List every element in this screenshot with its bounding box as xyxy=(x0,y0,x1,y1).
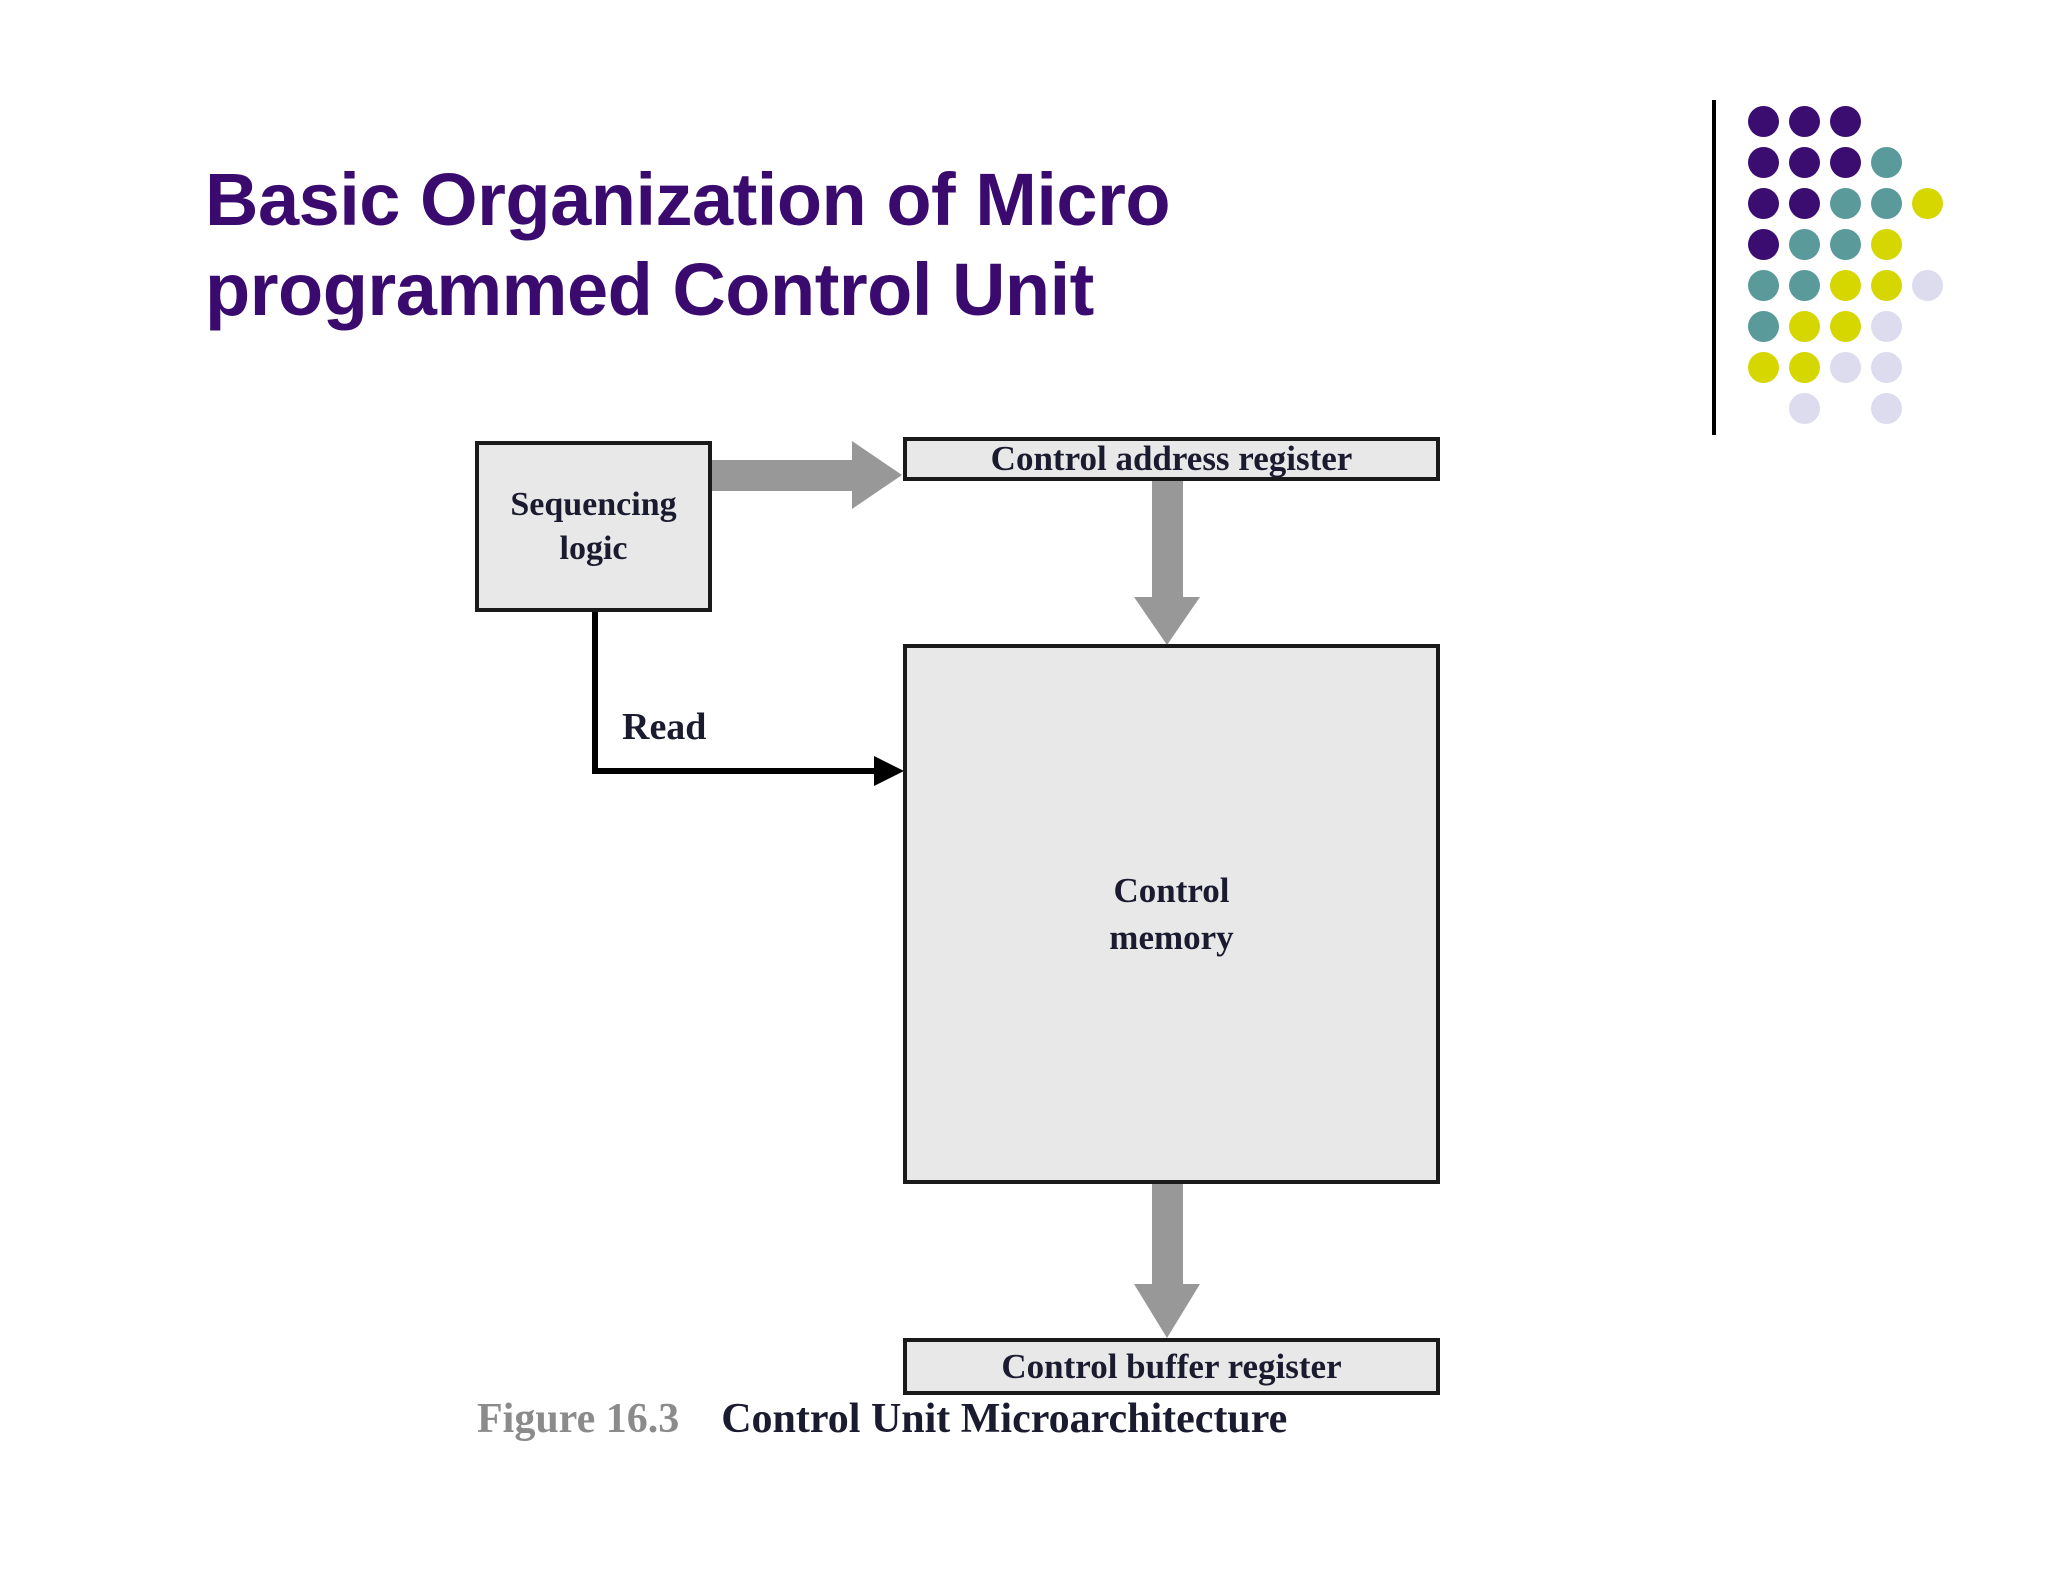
arrow-control-memory-to-cbr-body xyxy=(1152,1184,1183,1284)
dot-yellow xyxy=(1748,352,1779,383)
page-title: Basic Organization of Micro programmed C… xyxy=(205,155,1435,336)
dot-lavender xyxy=(1789,393,1820,424)
dot-lavender xyxy=(1912,270,1943,301)
dot-teal xyxy=(1789,229,1820,260)
box-control-address-register: Control address register xyxy=(903,437,1440,481)
dot-purple xyxy=(1748,147,1779,178)
read-connector-vertical xyxy=(592,612,598,774)
dot-teal xyxy=(1748,270,1779,301)
dot-row xyxy=(1748,106,1953,147)
box-control-memory-line2: memory xyxy=(1109,918,1234,957)
read-label: Read xyxy=(622,706,707,748)
dot-yellow xyxy=(1830,311,1861,342)
dot-yellow xyxy=(1830,270,1861,301)
dot-teal xyxy=(1789,270,1820,301)
dot-yellow xyxy=(1789,352,1820,383)
arrow-car-to-control-memory-head xyxy=(1134,597,1200,645)
dot-purple xyxy=(1748,188,1779,219)
dot-teal xyxy=(1871,188,1902,219)
box-control-buffer-register-label: Control buffer register xyxy=(1001,1346,1342,1386)
dot-lavender xyxy=(1871,311,1902,342)
dot-purple xyxy=(1830,106,1861,137)
arrow-sequencing-to-car-body xyxy=(712,460,852,491)
dot-teal xyxy=(1830,229,1861,260)
dot-lavender xyxy=(1871,352,1902,383)
arrow-car-to-control-memory-body xyxy=(1152,481,1183,597)
dot-purple xyxy=(1748,229,1779,260)
box-control-buffer-register: Control buffer register xyxy=(903,1338,1440,1395)
title-line-1: Basic Organization of Micro xyxy=(205,158,1171,241)
dot-yellow xyxy=(1871,229,1902,260)
box-sequencing-logic-line1: Sequencing xyxy=(510,485,677,523)
dot-purple xyxy=(1789,188,1820,219)
title-line-2: programmed Control Unit xyxy=(205,248,1094,332)
box-sequencing-logic-line2: logic xyxy=(559,529,628,567)
dot-teal xyxy=(1830,188,1861,219)
box-control-address-register-label: Control address register xyxy=(990,439,1353,478)
box-sequencing-logic: Sequencing logic xyxy=(475,441,712,612)
dot-yellow xyxy=(1912,188,1943,219)
dot-teal xyxy=(1748,311,1779,342)
dot-yellow xyxy=(1789,311,1820,342)
dot-purple xyxy=(1789,147,1820,178)
read-connector-arrowhead xyxy=(874,756,904,786)
dot-lavender xyxy=(1830,352,1861,383)
dot-row xyxy=(1748,147,1953,188)
dot-row xyxy=(1748,188,1953,229)
dot-purple xyxy=(1748,106,1779,137)
arrow-control-memory-to-cbr-head xyxy=(1134,1284,1200,1338)
figure-caption: Figure 16.3 Control Unit Microarchitectur… xyxy=(477,1395,1287,1443)
dot-teal xyxy=(1871,147,1902,178)
dot-purple xyxy=(1789,106,1820,137)
logo-divider-line xyxy=(1712,100,1716,435)
arrow-sequencing-to-car-head xyxy=(852,441,902,509)
box-control-memory: Control memory xyxy=(903,644,1440,1184)
dot-row xyxy=(1748,352,1953,393)
dot-row xyxy=(1748,229,1953,270)
box-control-memory-line1: Control xyxy=(1113,870,1230,910)
dot-row xyxy=(1748,270,1953,311)
figure-caption-text: Control Unit Microarchitecture xyxy=(721,1396,1288,1442)
read-connector-horizontal xyxy=(592,768,892,774)
dot-yellow xyxy=(1871,270,1902,301)
dot-row xyxy=(1748,311,1953,352)
dot-lavender xyxy=(1871,393,1902,424)
dot-row xyxy=(1748,393,1953,434)
dot-matrix-icon xyxy=(1748,106,1953,434)
figure-caption-number: Figure 16.3 xyxy=(477,1396,680,1442)
logo xyxy=(1700,100,1980,440)
dot-purple xyxy=(1830,147,1861,178)
